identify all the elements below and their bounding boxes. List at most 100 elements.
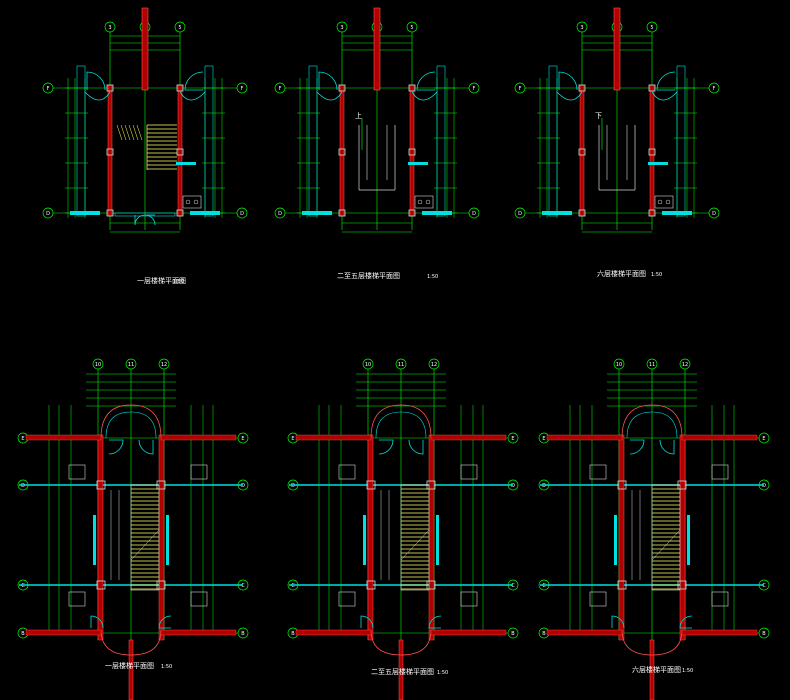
balcony-wall <box>430 434 507 441</box>
top-arch <box>100 404 162 439</box>
plan-1-body: 345FFDD <box>42 7 248 233</box>
axis-right-F-label: F <box>241 86 244 92</box>
axis-right-E-label: E <box>511 436 514 442</box>
meter-box <box>589 591 607 607</box>
column <box>106 84 114 92</box>
column <box>96 580 106 590</box>
door-swing-left <box>86 71 106 91</box>
entrance-door <box>144 214 156 226</box>
axis-left-B-label: B <box>291 631 295 637</box>
stair-tread <box>136 124 143 141</box>
bottom-arch <box>370 629 432 656</box>
axis-top-10-label: 10 <box>95 362 101 368</box>
axis-right-C-label: C <box>241 583 245 589</box>
plan-2-title: 二至五层楼梯平面图 <box>337 271 400 280</box>
threshold <box>114 212 176 217</box>
axis-left-D-label: D <box>46 211 50 217</box>
column <box>106 209 114 217</box>
top-arch <box>105 411 157 439</box>
window-strip <box>363 515 366 565</box>
column <box>617 480 627 490</box>
axis-left-C-label: C <box>542 583 546 589</box>
axis-top-5-label: 5 <box>650 25 653 31</box>
stair-tread <box>124 124 131 141</box>
door-swing-left <box>318 71 338 91</box>
balcony-wall <box>25 629 102 636</box>
meter <box>417 199 423 205</box>
axis-top-11-label: 11 <box>398 362 404 368</box>
column <box>648 84 656 92</box>
door-swing <box>158 615 172 629</box>
plan-2-scale: 1:50 <box>427 274 438 280</box>
axis-top-3-label: 3 <box>340 25 343 31</box>
axis-left-B-label: B <box>542 631 546 637</box>
meter-box <box>414 195 434 209</box>
balcony-arc <box>411 91 438 101</box>
meter <box>657 199 663 205</box>
column <box>338 209 346 217</box>
axis-left-E-label: E <box>21 436 24 442</box>
column <box>408 84 416 92</box>
door-swing <box>629 439 645 455</box>
meter-box <box>68 464 86 480</box>
plan-3-body: 345FFDD下 <box>514 7 720 233</box>
top-arch <box>370 404 432 439</box>
balcony-arc <box>84 91 111 101</box>
window-strip <box>687 515 690 565</box>
balcony-wall <box>160 629 237 636</box>
axis-right-E-label: E <box>762 436 765 442</box>
window-strip <box>93 515 96 565</box>
riser-pipe <box>373 7 381 91</box>
plan-5-scale: 1:50 <box>437 670 448 676</box>
axis-left-D-label: D <box>291 483 295 489</box>
stair-break-line <box>651 529 681 561</box>
wall-right <box>679 434 686 641</box>
column <box>106 148 114 156</box>
window-strip <box>302 211 332 215</box>
wall-left <box>367 434 374 641</box>
wall-stub <box>408 162 428 165</box>
axis-top-12-label: 12 <box>161 362 167 368</box>
top-arch <box>621 404 683 439</box>
stair-direction-note: 上 <box>355 111 362 120</box>
exterior-wall <box>204 65 214 217</box>
wall-right <box>409 84 415 217</box>
window-strip <box>70 211 100 215</box>
column <box>578 148 586 156</box>
plan-1-scale: 1:50 <box>173 279 184 285</box>
door-swing <box>90 615 104 629</box>
plan-2: 345FFDD上 二至五层楼梯平面图 1:50 <box>274 7 480 280</box>
door-swing <box>360 615 374 629</box>
window-strip <box>614 515 617 565</box>
plan-4-scale: 1:50 <box>161 664 172 670</box>
stair-tread <box>128 124 135 141</box>
axis-right-C-label: C <box>762 583 766 589</box>
meter-box <box>338 591 356 607</box>
stair-flight <box>651 484 681 591</box>
meter-box <box>182 195 202 209</box>
wall-right <box>177 84 183 217</box>
axis-right-C-label: C <box>511 583 515 589</box>
axis-left-F-label: F <box>47 86 50 92</box>
bottom-arch <box>100 629 162 656</box>
balcony-wall <box>546 629 623 636</box>
window-strip <box>542 211 572 215</box>
balcony-wall <box>25 434 102 441</box>
axis-top-5-label: 5 <box>178 25 181 31</box>
exterior-wall <box>436 65 446 217</box>
plan-3-scale: 1:50 <box>651 272 662 278</box>
meter-box <box>68 591 86 607</box>
plan-3-title: 六层楼梯平面图 <box>597 269 646 278</box>
plan-4-title: 一层楼梯平面图 <box>105 661 154 670</box>
window-strip <box>436 515 439 565</box>
column <box>176 84 184 92</box>
column <box>648 209 656 217</box>
stair-direction-note: 下 <box>595 112 602 120</box>
door-swing <box>659 439 675 455</box>
wall-left <box>339 84 345 217</box>
axis-right-D-label: D <box>472 211 476 217</box>
